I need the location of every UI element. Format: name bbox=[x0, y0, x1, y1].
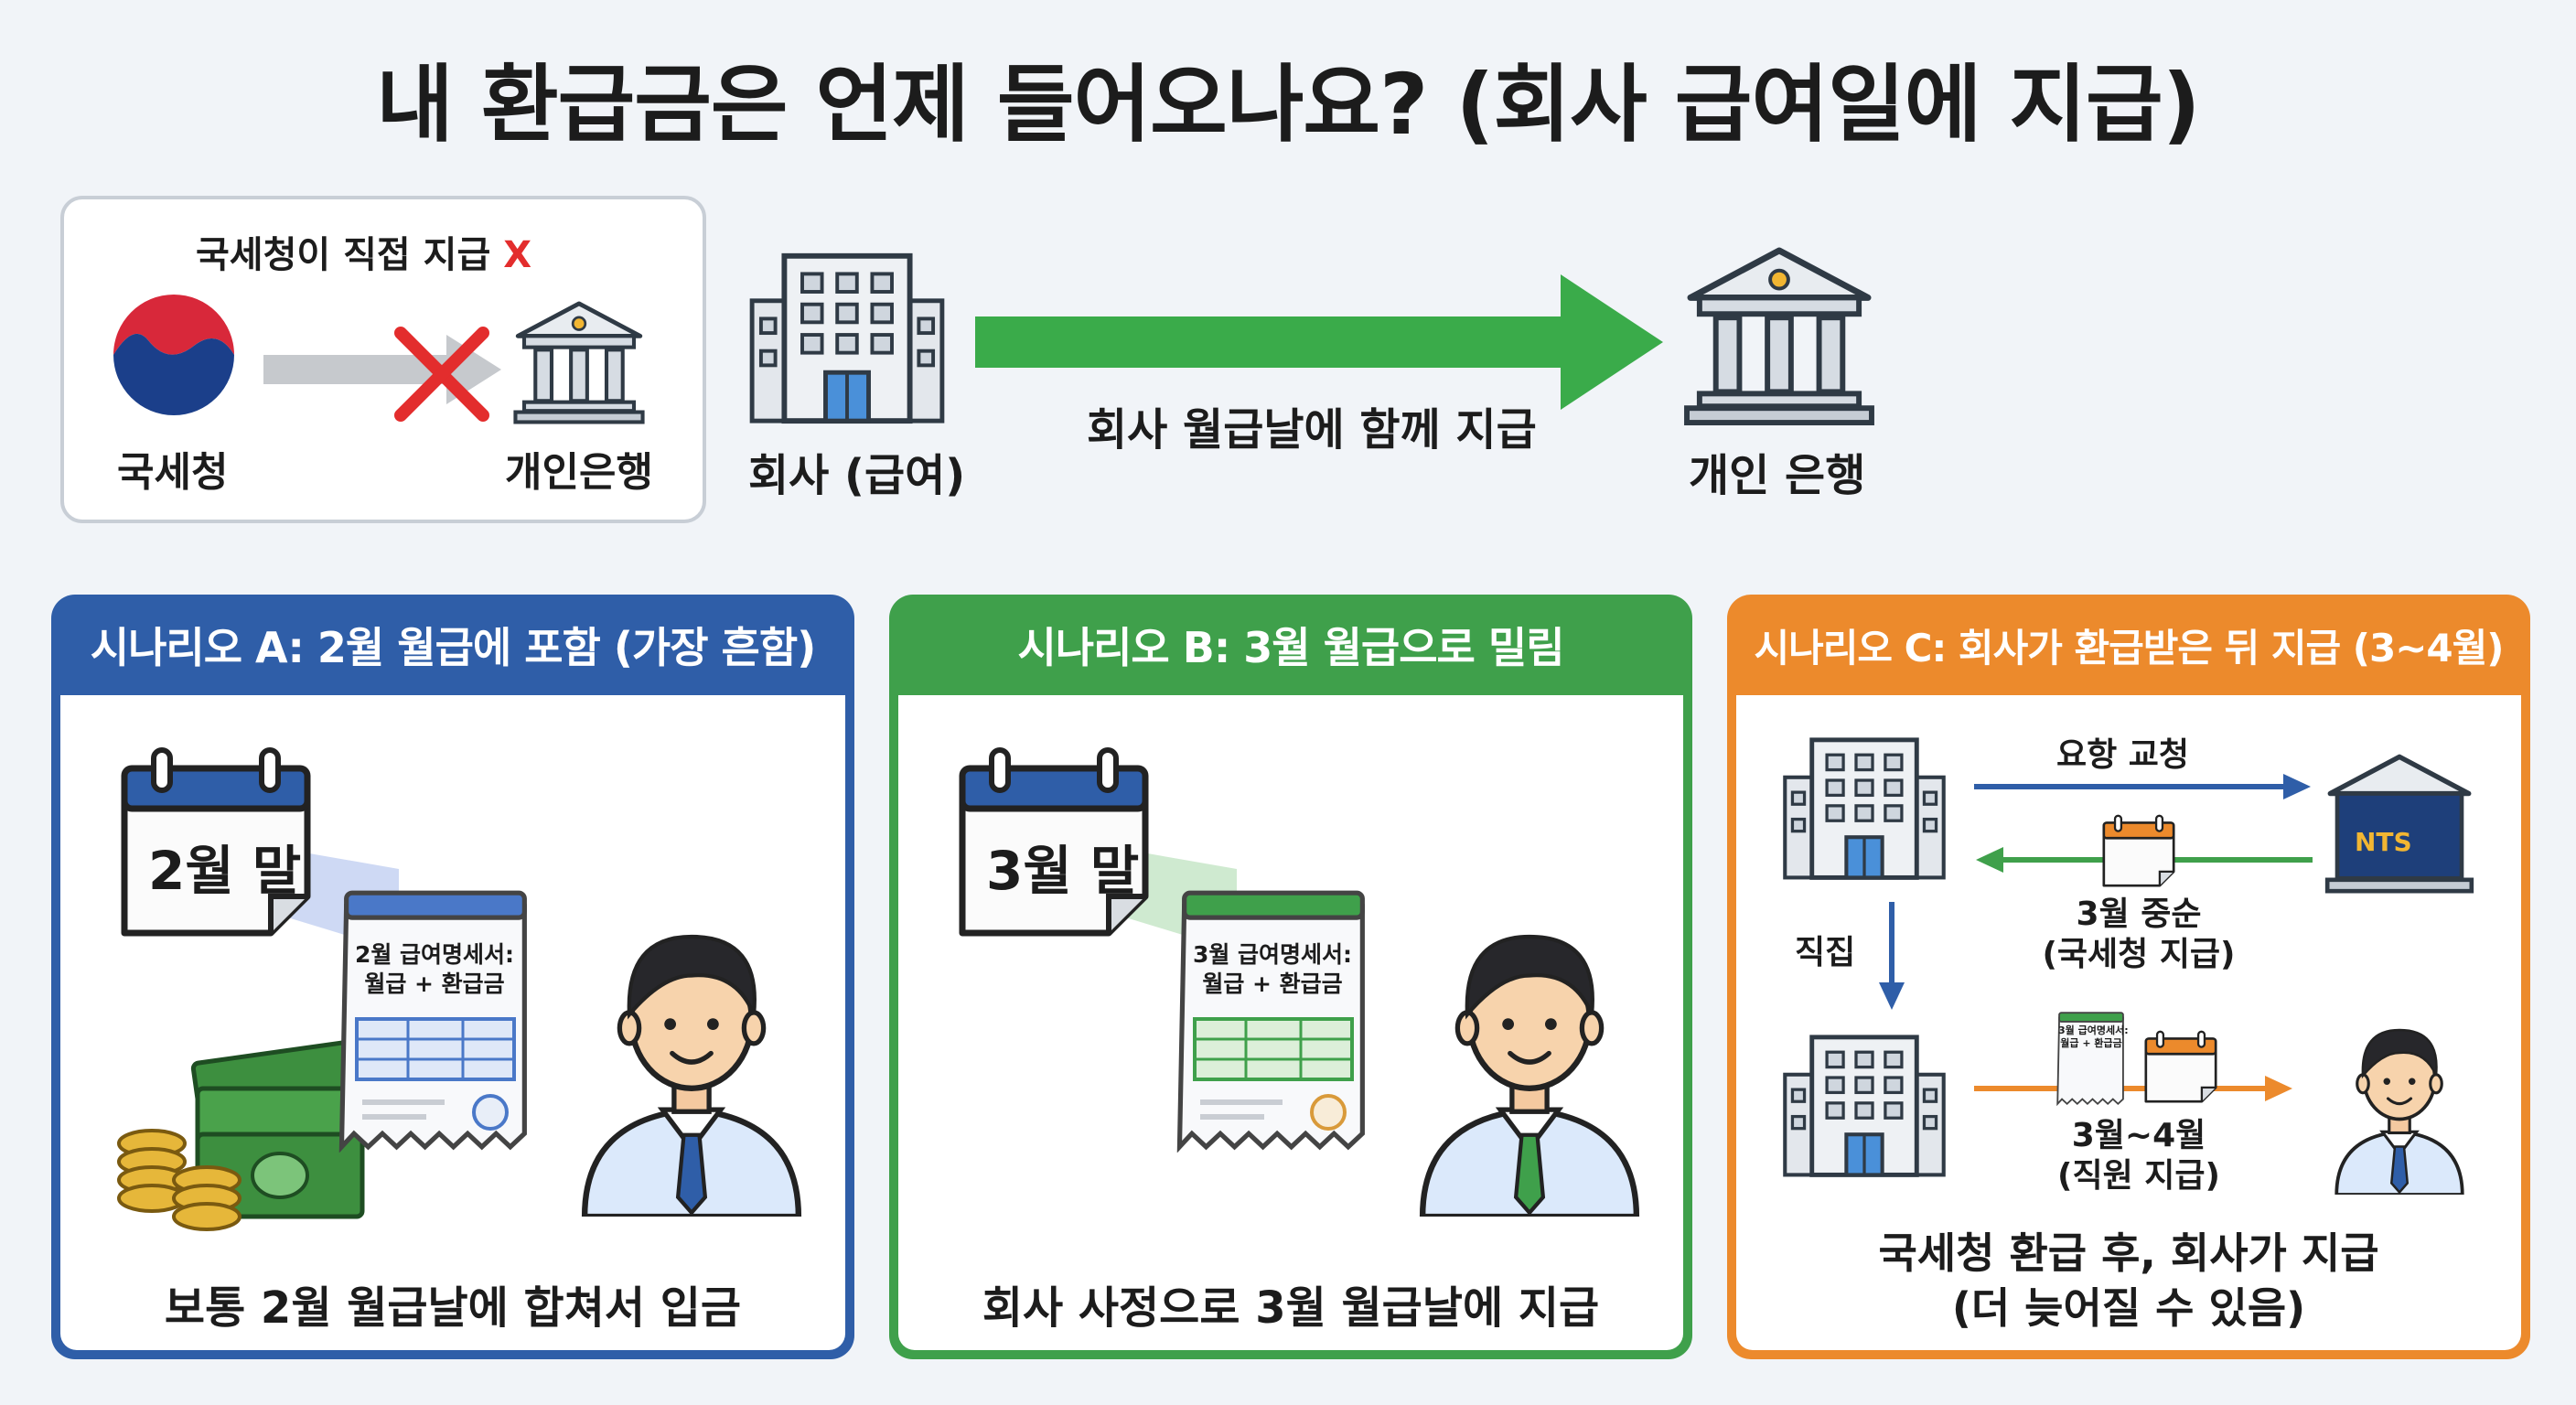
pay-date-line1: 3월~4월 bbox=[2071, 1117, 2206, 1154]
down-arrow-icon bbox=[1879, 902, 1905, 1010]
scenario-a-panel: 시나리오 A: 2월 월급에 포함 (가장 흔함) 2월 말 2월 급여명세서:… bbox=[51, 595, 854, 1359]
x-mark: X bbox=[503, 234, 532, 276]
scenario-a-header: 시나리오 A: 2월 월급에 포함 (가장 흔함) bbox=[90, 623, 816, 672]
scenario-c-body: 요항 교청 NTS 3월 중순 (국세청 지급) 직집 3월 급여명세서: 월 bbox=[1736, 695, 2521, 1350]
employee-icon bbox=[2322, 1012, 2477, 1195]
nts-bank-icon bbox=[2324, 754, 2474, 894]
payslip-title: 2월 급여명세서: bbox=[354, 941, 515, 968]
nts-logo-icon bbox=[113, 295, 234, 415]
personal-bank-label: 개인 은행 bbox=[1689, 450, 1866, 501]
happy-employee-icon bbox=[554, 906, 829, 1217]
bank-icon bbox=[510, 298, 648, 426]
scenario-b-panel: 시나리오 B: 3월 월급으로 밀림 3월 말 3월 급여명세서: 월급 + 환… bbox=[889, 595, 1692, 1359]
payslip-subtitle: 월급 + 환급금 bbox=[364, 971, 505, 997]
pay-arrow-icon bbox=[1974, 1076, 2292, 1101]
scenario-c-header: 시나리오 C: 회사가 환급받은 뒤 지급 (3~4월) bbox=[1754, 625, 2505, 670]
scenario-c-caption-line1: 국세청 환급 후, 회사가 지급 bbox=[1878, 1228, 2379, 1278]
scenario-b-caption: 회사 사정으로 3월 월급날에 지급 bbox=[898, 1271, 1683, 1335]
nts-label: 국세청 bbox=[117, 449, 229, 496]
company-building-icon bbox=[1782, 1029, 1947, 1180]
company-label: 회사 (급여) bbox=[748, 450, 966, 501]
blocked-arrow-icon bbox=[263, 327, 501, 422]
payslip-title: 3월 급여명세서: bbox=[1192, 941, 1353, 968]
pay-date-line2: (직원 지급) bbox=[2057, 1157, 2220, 1195]
request-arrow-icon bbox=[1974, 774, 2311, 799]
nts-badge: NTS bbox=[2355, 827, 2412, 857]
payslip-text: 3월 급여명세서: 월급 + 환급금 bbox=[1178, 940, 1367, 999]
payslip-subtitle: 월급 + 환급금 bbox=[1202, 971, 1343, 997]
scenario-a-caption-text: 보통 2월 월급날에 합쳐서 입금 bbox=[164, 1282, 742, 1334]
mini-payslip-line1: 3월 급여명세서: bbox=[2058, 1024, 2129, 1036]
nts-direct-heading-text: 국세청이 직접 지급 bbox=[196, 234, 491, 276]
personal-bank-label: 개인은행 bbox=[505, 449, 653, 496]
payslip-text: 2월 급여명세서: 월급 + 환급금 bbox=[340, 940, 529, 999]
bank-icon bbox=[1680, 245, 1879, 426]
calendar-icon bbox=[2142, 1028, 2219, 1105]
pay-date-text: 3월~4월 (직원 지급) bbox=[2011, 1116, 2267, 1196]
calendar-text: 3월 말 bbox=[986, 840, 1140, 902]
calendar-icon bbox=[2100, 812, 2177, 889]
flow-arrow-icon bbox=[975, 274, 1663, 410]
company-building-icon bbox=[1782, 732, 1947, 883]
request-label: 요항 교청 bbox=[2056, 736, 2190, 774]
worried-employee-icon bbox=[1392, 906, 1667, 1217]
mini-payslip-line2: 월급 + 환급금 bbox=[2060, 1037, 2122, 1049]
scenario-b-caption-text: 회사 사정으로 3월 월급날에 지급 bbox=[982, 1282, 1600, 1334]
mid-date-line1: 3월 중순 bbox=[2076, 896, 2202, 933]
scenario-c-caption: 국세청 환급 후, 회사가 지급 (더 늦어질 수 있음) bbox=[1736, 1226, 2521, 1335]
scenario-a-caption: 보통 2월 월급날에 합쳐서 입금 bbox=[60, 1271, 845, 1335]
direct-label: 직집 bbox=[1795, 934, 1856, 971]
mid-date-line2: (국세청 지급) bbox=[2042, 936, 2236, 973]
nts-direct-heading: 국세청이 직접 지급 X bbox=[196, 225, 531, 278]
page-title: 내 환급금은 언제 들어오나요? (회사 급여일에 지급) bbox=[376, 56, 2200, 154]
mini-payslip-text: 3월 급여명세서: 월급 + 환급금 bbox=[2058, 1024, 2129, 1050]
scenario-a-body: 2월 말 2월 급여명세서: 월급 + 환급금 bbox=[60, 695, 845, 1350]
scenario-c-caption-line2: (더 늦어질 수 있음) bbox=[1951, 1283, 2306, 1333]
mid-date-text: 3월 중순 (국세청 지급) bbox=[2011, 895, 2267, 975]
scenario-b-body: 3월 말 3월 급여명세서: 월급 + 환급금 회사 사정으로 3월 월급날에 … bbox=[898, 695, 1683, 1350]
flow-arrow-label: 회사 월급날에 함께 지급 bbox=[1087, 404, 1537, 456]
money-stack-icon bbox=[117, 1039, 370, 1231]
payslip-table bbox=[1193, 1017, 1354, 1131]
scenario-b-header: 시나리오 B: 3월 월급으로 밀림 bbox=[1017, 623, 1564, 672]
calendar-text: 2월 말 bbox=[148, 840, 302, 902]
payslip-table bbox=[355, 1017, 516, 1131]
scenario-c-panel: 시나리오 C: 회사가 환급받은 뒤 지급 (3~4월) 요항 교청 NTS 3… bbox=[1727, 595, 2530, 1359]
company-building-icon bbox=[748, 247, 946, 426]
nts-direct-box: 국세청이 직접 지급 X 국세청 개인은행 bbox=[60, 196, 706, 523]
